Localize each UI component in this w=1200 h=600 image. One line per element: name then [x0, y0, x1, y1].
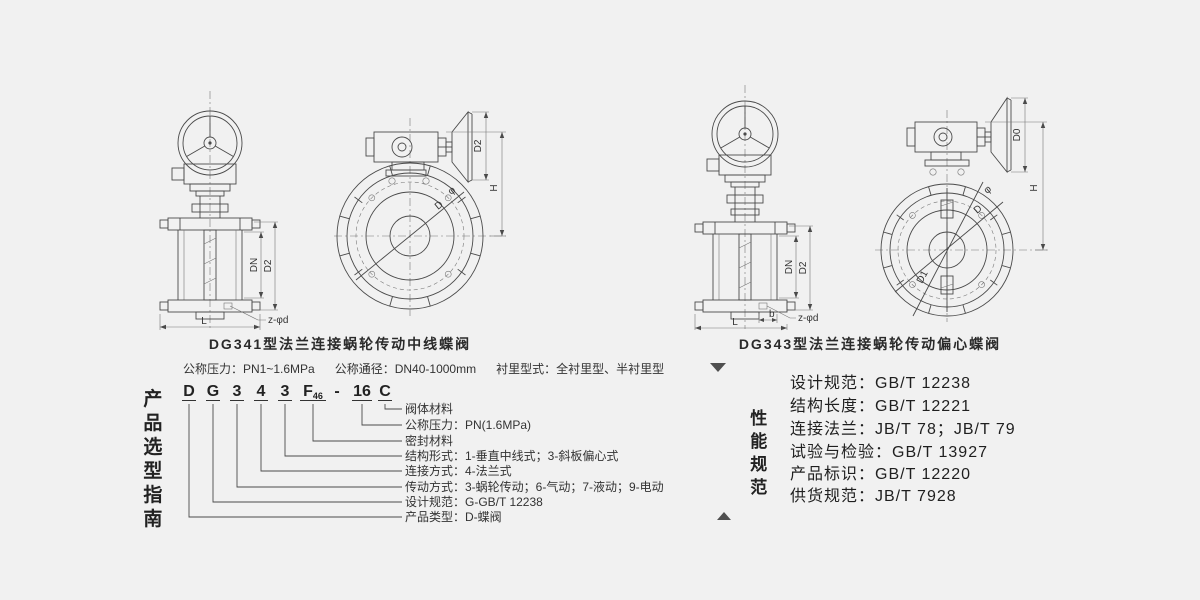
dimension-d2: D2 — [254, 221, 278, 311]
dg341-side-view-drawing: D φ D2 H — [334, 110, 506, 316]
dimension-d2: D2 — [472, 111, 489, 181]
dim-label-d0: D0 — [1012, 128, 1023, 141]
performance-spec-row: 结构长度：GB/T 12221 — [790, 398, 971, 415]
legend-row: 连接方式：4-法兰式 — [405, 464, 512, 478]
dimension-h: H — [985, 121, 1047, 251]
dg343-caption: DG343型法兰连接蜗轮传动偏心蝶阀 — [738, 336, 1002, 352]
selection-params: 公称压力：PN1~1.6MPa 公称通径：DN40-1000mm 衬里型式：全衬… — [183, 360, 664, 377]
performance-spec-row: 连接法兰：JB/T 78；JB/T 79 — [790, 421, 1016, 438]
legend-row: 结构形式：1-垂直中线式；3-斜板偏心式 — [405, 449, 619, 463]
model-code: D G 3 4 3 F46 - 16 C — [182, 383, 402, 403]
model-code-char: 4 — [254, 383, 268, 401]
gearbox — [706, 154, 772, 176]
performance-spec-row: 设计规范：GB/T 12238 — [790, 375, 971, 392]
legend-row: 公称压力：PN(1.6MPa) — [405, 418, 532, 432]
dimension-dn: DN — [244, 231, 264, 299]
dimension-b: b — [758, 309, 778, 323]
dim-label-b: b — [769, 309, 775, 320]
performance-spec-row: 产品标识：GB/T 12220 — [790, 466, 971, 483]
legend-row: 阀体材料 — [405, 402, 454, 416]
dg341-front-view-drawing: DN D2 z-φd L — [159, 91, 288, 330]
model-code-separator: - — [334, 383, 340, 400]
handwheel-side-profile — [438, 110, 473, 184]
dim-label-phi: φ — [446, 184, 458, 197]
dim-label-z-phi-d: z-φd — [798, 313, 818, 324]
dimension-d2: D2 — [789, 225, 813, 311]
dim-label-d1: D1 — [915, 269, 931, 286]
dimension-dn: DN — [779, 235, 799, 299]
handwheel-icon — [177, 110, 243, 176]
code-tree-lines — [188, 404, 402, 518]
param-pressure: 公称压力：PN1~1.6MPa — [183, 362, 315, 376]
dim-label-d2: D2 — [263, 259, 274, 272]
dim-label-d2: D2 — [798, 261, 809, 274]
param-diameter: 公称通径：DN40-1000mm — [334, 362, 477, 376]
dim-label-dn: DN — [784, 260, 795, 274]
dg341-caption: DG341型法兰连接蜗轮传动中线蝶阀 — [208, 336, 472, 352]
bolt-holes-callout: z-φd — [766, 305, 818, 324]
handwheel-icon — [711, 100, 779, 168]
performance-section-label: 性能规范 — [750, 409, 768, 497]
dg343-side-view-drawing: D D1 φ D0 H — [875, 96, 1051, 322]
performance-spec-row: 供货规范：JB/T 7928 — [790, 488, 957, 505]
model-code-char: 3 — [230, 383, 244, 401]
dim-label-d: D — [433, 199, 446, 212]
dim-label-h: H — [489, 184, 500, 191]
valve-neck — [189, 183, 231, 218]
model-code-char: 3 — [278, 383, 292, 401]
legend-row: 产品类型：D-蝶阀 — [405, 510, 502, 524]
bolt-holes-callout: z-φd — [229, 305, 288, 326]
handwheel-side-profile — [977, 96, 1012, 174]
dim-label-l: L — [201, 316, 207, 327]
model-code-char: D — [182, 383, 196, 401]
model-code-char: G — [206, 383, 220, 401]
gearbox — [365, 131, 447, 185]
dim-label-dn: DN — [249, 258, 260, 272]
legend-row: 设计规范：G-GB/T 12238 — [405, 495, 543, 509]
dg343-front-view-drawing: DN D2 z-φd b L — [694, 85, 818, 331]
legend-row: 传动方式：3-蜗轮传动；6-气动；7-液动；9-电动 — [405, 480, 664, 494]
valve-body — [159, 217, 261, 320]
dim-label-d2: D2 — [473, 139, 484, 152]
dim-label-h: H — [1029, 184, 1040, 191]
selection-guide-section-label: 产品选型指南 — [143, 389, 163, 530]
dim-label-phi: φ — [982, 183, 994, 196]
down-triangle-icon — [710, 363, 726, 372]
dimension-l: L — [159, 314, 261, 330]
dimension-h: H — [446, 131, 506, 237]
up-triangle-icon — [717, 512, 731, 520]
model-code-char: F46 — [300, 383, 326, 401]
flange-circles — [336, 162, 484, 310]
dim-label-z-phi-d: z-φd — [268, 315, 288, 326]
model-code-char: C — [378, 383, 392, 401]
valve-neck — [724, 174, 766, 222]
model-code-char: 16 — [352, 383, 372, 401]
dimension-l: L — [694, 314, 788, 331]
performance-spec-row: 试验与检验：GB/T 13927 — [790, 444, 988, 461]
dim-label-l: L — [732, 317, 738, 328]
gearbox — [906, 121, 986, 176]
param-lining: 衬里型式：全衬里型、半衬里型 — [496, 362, 665, 376]
dimension-d0: D0 — [1011, 97, 1028, 173]
legend-row: 密封材料 — [405, 434, 454, 448]
